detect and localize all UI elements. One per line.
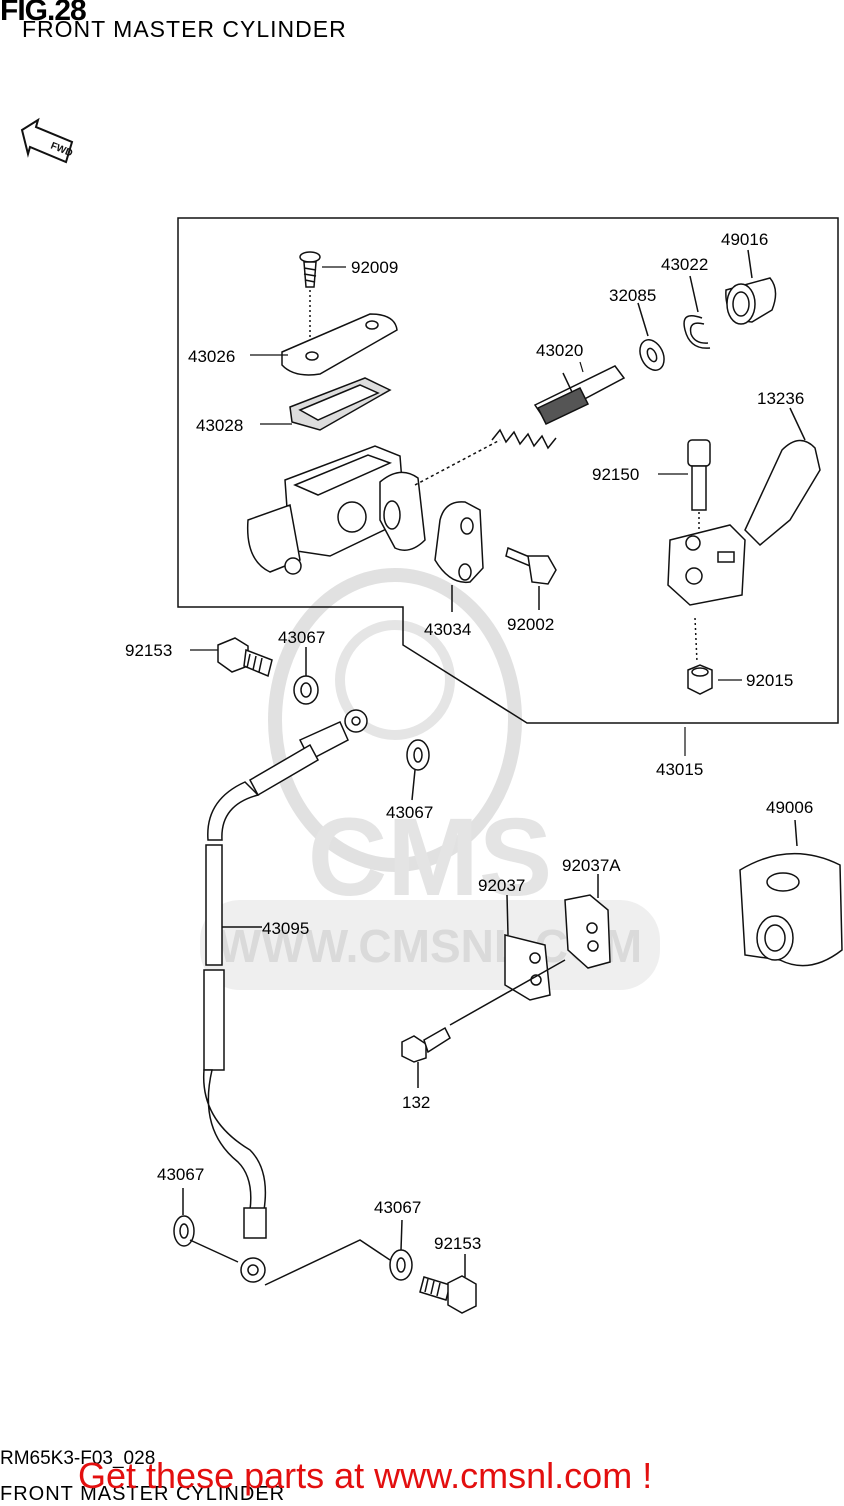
label-43026: 43026	[188, 347, 235, 366]
master-cylinder-body	[246, 439, 501, 575]
bolt-132	[401, 1026, 451, 1088]
bracket-92037A	[449, 874, 611, 1026]
figure-title: FIG.28	[0, 0, 87, 27]
label-43067-lower-left: 43067	[157, 1165, 204, 1184]
label-49016: 49016	[721, 230, 768, 249]
label-92009: 92009	[351, 258, 398, 277]
pivot-bolt-92150	[687, 439, 711, 535]
label-43067-lower-right: 43067	[374, 1198, 421, 1217]
diaphragm-43028	[289, 377, 392, 431]
label-32085: 32085	[609, 286, 656, 305]
label-43028: 43028	[196, 416, 243, 435]
watermark-brand: CMS	[308, 796, 552, 919]
label-43034: 43034	[424, 620, 471, 639]
label-92037A: 92037A	[562, 856, 621, 875]
label-43020: 43020	[536, 341, 583, 360]
label-43022: 43022	[661, 255, 708, 274]
banjo-bolt-upper-92153	[217, 637, 273, 678]
label-92153-upper: 92153	[125, 641, 172, 660]
clamp-43034	[434, 501, 484, 612]
promo-link[interactable]: Get these parts at www.cmsnl.com !	[78, 1455, 653, 1496]
label-92037: 92037	[478, 876, 525, 895]
figure-subtitle: FRONT MASTER CYLINDER	[22, 16, 347, 42]
piston-43020	[533, 365, 626, 425]
label-43067-middle: 43067	[386, 803, 433, 822]
fwd-arrow-icon: FWD	[20, 117, 74, 164]
label-43015: 43015	[656, 760, 703, 779]
washer-43067-upper	[293, 647, 319, 705]
washer-43067-middle	[406, 739, 430, 801]
circlip-43022	[683, 275, 711, 349]
label-43067-upper: 43067	[278, 628, 325, 647]
label-92150: 92150	[592, 465, 639, 484]
washer-43067-lower-right	[264, 1219, 413, 1286]
label-92015: 92015	[746, 671, 793, 690]
bolt-92002	[505, 546, 557, 610]
washer-43067-lower-left	[173, 1188, 239, 1263]
spring	[491, 428, 557, 450]
brake-hose-43095	[202, 709, 368, 1283]
label-92153-lower: 92153	[434, 1234, 481, 1253]
label-132: 132	[402, 1093, 430, 1112]
reservoir-cap-43026	[281, 313, 398, 376]
lever-13236	[667, 407, 821, 606]
leader-lines	[190, 266, 742, 756]
boot-49016	[725, 249, 777, 325]
label-92002: 92002	[507, 615, 554, 634]
watermark-mascot-icon	[268, 568, 522, 872]
diagram-code: RM65K3-F03_028	[0, 1448, 156, 1469]
clamp-cover-49006	[739, 819, 843, 967]
screw-92009	[299, 251, 321, 340]
nut-92015	[687, 617, 713, 695]
banjo-bolt-lower-92153	[419, 1254, 477, 1314]
label-49006: 49006	[766, 798, 813, 817]
label-43095: 43095	[262, 919, 309, 938]
washer-32085	[637, 302, 665, 371]
label-13236: 13236	[757, 389, 804, 408]
assembly-outline	[177, 217, 839, 724]
